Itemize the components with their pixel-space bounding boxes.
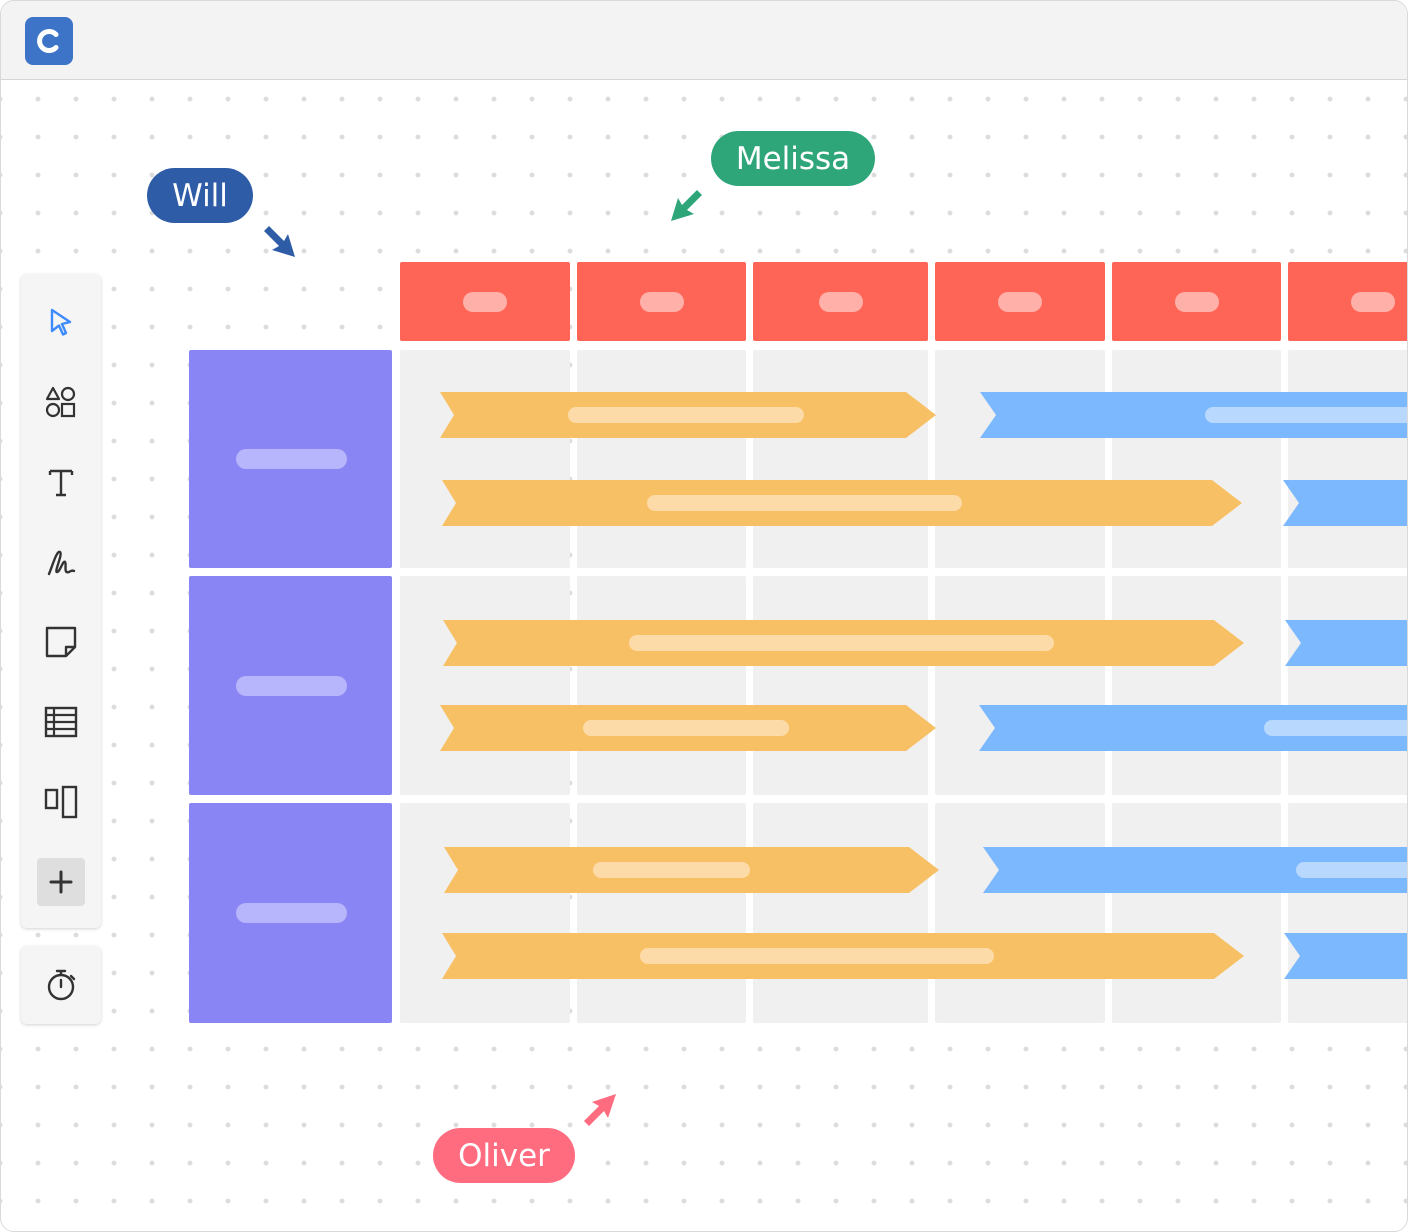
grid-cell[interactable] xyxy=(935,576,1105,795)
task-bar[interactable] xyxy=(442,480,1242,526)
task-bar[interactable] xyxy=(443,620,1244,666)
column-header-label xyxy=(639,291,684,312)
task-label xyxy=(1296,862,1407,878)
draw-tool[interactable] xyxy=(37,538,85,586)
task-label xyxy=(568,407,804,423)
grid-cell[interactable] xyxy=(935,803,1105,1023)
row-header-label xyxy=(236,675,347,696)
grid-cell[interactable] xyxy=(1112,803,1281,1023)
plus-icon xyxy=(49,870,73,894)
stopwatch-icon xyxy=(47,969,76,1001)
shapes-tool[interactable] xyxy=(37,378,85,426)
row-header[interactable] xyxy=(189,803,392,1023)
grid-cell[interactable] xyxy=(753,576,928,795)
task-bar[interactable] xyxy=(444,847,939,893)
task-label xyxy=(647,495,962,511)
row-header-label xyxy=(236,449,347,469)
task-label xyxy=(629,635,1054,651)
pen-scribble-icon xyxy=(47,550,76,576)
task-label xyxy=(1205,407,1407,423)
task-bar[interactable] xyxy=(1284,933,1407,979)
row-header[interactable] xyxy=(189,350,392,568)
column-header-label xyxy=(1351,291,1395,312)
task-bar[interactable] xyxy=(1283,480,1407,526)
task-bar[interactable] xyxy=(980,392,1407,438)
grid-cell[interactable] xyxy=(935,350,1105,568)
task-label xyxy=(1264,720,1407,736)
column-header[interactable] xyxy=(400,262,570,341)
table-icon xyxy=(44,706,78,738)
collaborator-name: Will xyxy=(172,177,228,214)
sticky-note-tool[interactable] xyxy=(37,618,85,666)
collaborator-cursor-arrow-icon xyxy=(264,226,295,257)
frames-icon xyxy=(44,785,78,819)
top-bar xyxy=(1,1,1407,80)
task-bar[interactable] xyxy=(442,933,1244,979)
grid-cell[interactable] xyxy=(753,350,928,568)
collaborator-name: Oliver xyxy=(458,1137,550,1174)
collaborator-name: Melissa xyxy=(735,140,851,177)
grid-cell[interactable] xyxy=(1112,350,1281,568)
column-header[interactable] xyxy=(577,262,746,341)
grid-cell[interactable] xyxy=(400,576,570,795)
row-header[interactable] xyxy=(189,576,392,795)
grid-cell[interactable] xyxy=(1288,576,1407,795)
collaborator-cursor-arrow-icon xyxy=(671,190,702,221)
collaborator-tag-melissa: Melissa xyxy=(711,131,875,186)
left-toolbar xyxy=(21,274,101,928)
column-header[interactable] xyxy=(1112,262,1281,341)
shapes-icon xyxy=(45,386,76,418)
column-header[interactable] xyxy=(753,262,928,341)
more-tools-button[interactable] xyxy=(37,858,85,906)
column-header-label xyxy=(818,291,863,312)
app-logo-c-icon[interactable] xyxy=(25,17,73,65)
collaborator-tag-oliver: Oliver xyxy=(433,1128,575,1183)
grid-cell[interactable] xyxy=(400,350,570,568)
grid-cell[interactable] xyxy=(1288,803,1407,1023)
text-t-icon xyxy=(48,469,74,497)
grid-cell[interactable] xyxy=(577,803,746,1023)
grid-cell[interactable] xyxy=(1288,350,1407,568)
collaborator-tag-will: Will xyxy=(147,168,253,223)
task-label xyxy=(593,862,750,878)
task-bar[interactable] xyxy=(983,847,1407,893)
task-bar[interactable] xyxy=(440,705,936,751)
grid-cell[interactable] xyxy=(577,576,746,795)
table-tool[interactable] xyxy=(37,698,85,746)
column-header[interactable] xyxy=(1288,262,1407,341)
select-tool[interactable] xyxy=(37,298,85,346)
task-bar[interactable] xyxy=(979,705,1407,751)
task-bar[interactable] xyxy=(440,392,936,438)
grid-cell[interactable] xyxy=(1112,576,1281,795)
column-header-label xyxy=(998,291,1042,312)
grid-cell[interactable] xyxy=(577,350,746,568)
row-header-label xyxy=(236,903,347,923)
column-header[interactable] xyxy=(935,262,1105,341)
timer-panel xyxy=(21,946,101,1024)
frames-tool[interactable] xyxy=(37,778,85,826)
column-header-label xyxy=(1174,291,1219,312)
task-label xyxy=(583,720,789,736)
task-bar[interactable] xyxy=(1285,620,1407,666)
cursor-arrow-icon xyxy=(50,308,72,336)
column-header-label xyxy=(463,291,507,312)
text-tool[interactable] xyxy=(37,458,85,506)
sticky-note-icon xyxy=(45,626,77,658)
timer-button[interactable] xyxy=(37,961,85,1009)
grid-cell[interactable] xyxy=(400,803,570,1023)
collaborator-cursor-arrow-icon xyxy=(584,1094,616,1126)
task-label xyxy=(640,948,994,964)
grid-cell[interactable] xyxy=(753,803,928,1023)
